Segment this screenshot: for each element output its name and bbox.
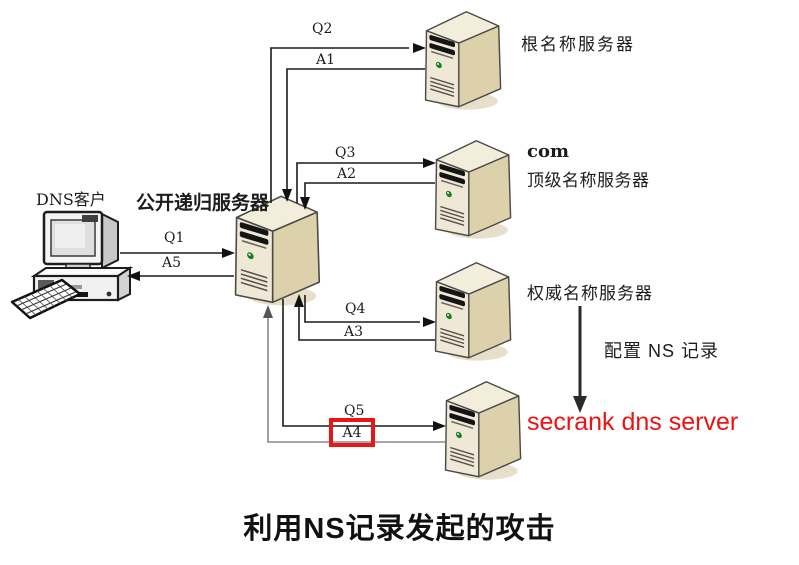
power-button [106, 291, 112, 297]
edge-a4-arrowhead [263, 305, 273, 318]
edge-q1-arrowhead [222, 248, 235, 258]
connector-lines [120, 47, 582, 443]
edge-a1-line [286, 68, 425, 189]
root-server-icon [424, 11, 502, 111]
recursive-server-label: 公开递归服务器 [136, 193, 270, 214]
auth-server-icon [434, 262, 512, 362]
edge-label-q4: Q4 [345, 301, 366, 317]
case-vent [38, 280, 54, 289]
crt-monitor-side [101, 212, 119, 270]
auth-server-label: 权威名称服务器 [527, 284, 653, 303]
edge-label-q5: Q5 [344, 403, 365, 419]
edge-a2-line [304, 182, 435, 197]
diagram-title: 利用NS记录发起的攻击 [243, 513, 556, 545]
attacker-server-label: secrank dns server [527, 408, 739, 436]
edge-a3-arrowhead [294, 294, 304, 307]
edge-a3-line [298, 307, 435, 341]
edge-a1-arrowhead [282, 189, 292, 202]
ns-config-arrowhead [573, 396, 587, 413]
edge-q5-arrowhead [433, 421, 446, 431]
attacker-server-icon [444, 381, 522, 481]
a4-highlight-box: A4 [329, 418, 375, 447]
edge-label-a2: A2 [337, 166, 357, 182]
monitor-vent [82, 215, 98, 222]
edge-q5-line [282, 299, 433, 427]
case-top [30, 267, 134, 277]
edge-q2-arrowhead [413, 43, 426, 53]
edge-label-a5: A5 [162, 255, 182, 271]
arrowheads [127, 43, 587, 431]
tld-server-label: 顶级名称服务器 [527, 171, 650, 190]
edge-label-a3: A3 [344, 324, 364, 340]
edge-label-a1: A1 [316, 52, 336, 68]
edge-q3-line [296, 162, 423, 203]
edge-q4-line [304, 295, 420, 323]
ns-config-label: 配置 NS 记录 [604, 341, 720, 361]
edge-q2-line [270, 47, 409, 203]
tld-server-label-com: com [527, 141, 570, 162]
edge-a2-arrowhead [300, 197, 310, 210]
edge-label-q2: Q2 [312, 21, 333, 37]
edge-q4-arrowhead [423, 317, 436, 327]
root-server-label: 根名称服务器 [521, 35, 635, 54]
dns-client-label: DNS客户 [36, 190, 106, 209]
edge-a5-arrowhead [127, 271, 140, 281]
edge-a4-line [267, 318, 445, 443]
edge-label-q3: Q3 [335, 145, 356, 161]
edge-label-q1: Q1 [164, 230, 185, 246]
edge-q3-arrowhead [423, 158, 436, 168]
tld-server-icon [434, 140, 512, 240]
edge-label-a4: A4 [342, 424, 362, 441]
dns-client-icon [10, 210, 134, 320]
